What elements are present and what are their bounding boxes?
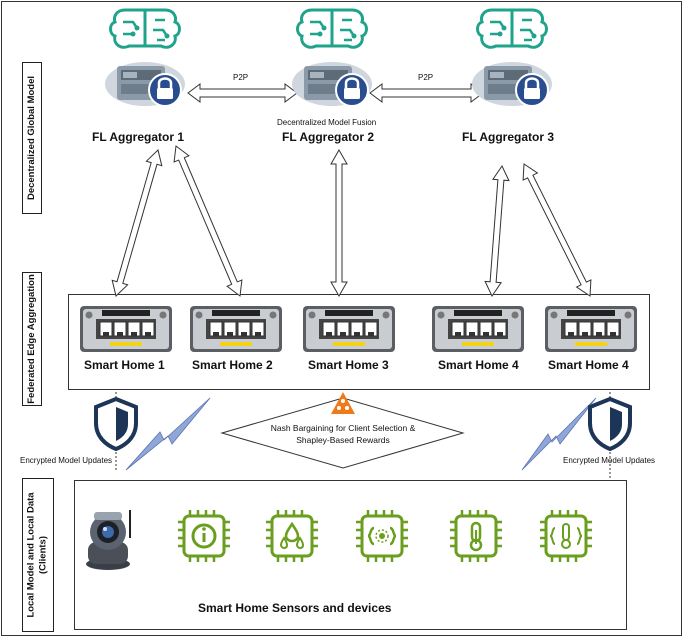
network-port-1-icon [80, 306, 172, 352]
code-chip-icon [354, 508, 410, 564]
network-port-4-icon [432, 306, 524, 352]
p2p-label-1: P2P [233, 73, 249, 82]
network-port-3-icon [303, 306, 395, 352]
brain-icon [296, 8, 368, 49]
shield-right-icon [587, 396, 633, 452]
edge-aggregation-label-box: Federated Edge Aggregation [22, 272, 42, 406]
lightning-left [125, 397, 211, 471]
camera-icon [80, 508, 140, 572]
water-chip-icon [264, 508, 320, 564]
shield-left-icon [93, 396, 139, 452]
encrypted-right-label: Encrypted Model Updates [563, 456, 656, 465]
aggregator-3-title: FL Aggregator 3 [462, 130, 555, 144]
nash-text-line1: Nash Bargaining for Client Selection & [270, 423, 416, 433]
lightning-right [521, 397, 597, 471]
nash-text: Nash Bargaining for Client Selection & S… [243, 422, 443, 446]
smart-home-5-label: Smart Home 4 [548, 358, 629, 372]
arrow-agg3-home5 [522, 163, 592, 297]
lock-icon [335, 73, 369, 107]
p2p-arrow-2 [369, 83, 484, 103]
p2p-label-2: P2P [418, 73, 434, 82]
fusion-label: Decentralized Model Fusion [277, 118, 377, 127]
aggregator-2-node [290, 6, 375, 112]
smart-home-1-label: Smart Home 1 [84, 358, 165, 372]
arrow-agg3-home4 [484, 164, 510, 298]
lock-icon [515, 73, 549, 107]
smart-home-4-label: Smart Home 4 [438, 358, 519, 372]
encrypted-left-label: Encrypted Model Updates [20, 456, 113, 465]
smart-home-2-label: Smart Home 2 [192, 358, 273, 372]
global-model-label-box: Decentralized Global Model [22, 62, 42, 214]
aggregator-2-title: FL Aggregator 2 [282, 130, 375, 144]
thermometer-chip-icon [448, 508, 504, 564]
network-port-2-icon [190, 306, 282, 352]
smart-home-3-label: Smart Home 3 [308, 358, 389, 372]
nash-icon [331, 392, 355, 414]
brain-icon [476, 8, 548, 49]
nash-diamond [220, 397, 465, 469]
arrow-agg1-home2 [173, 145, 243, 297]
local-model-label-box: Local Model and Local Data (Clients) [22, 478, 54, 632]
sensors-caption: Smart Home Sensors and devices [198, 601, 392, 615]
aggregator-3-node [470, 6, 555, 112]
network-port-5-icon [545, 306, 637, 352]
arrow-agg2-home3 [330, 148, 348, 298]
arrow-agg1-home1 [111, 149, 163, 297]
info-chip-icon [176, 508, 232, 564]
local-devices-box [74, 480, 627, 630]
nash-text-line2: Shapley-Based Rewards [296, 435, 390, 445]
code-thermometer-chip-icon [538, 508, 594, 564]
aggregator-1-title: FL Aggregator 1 [92, 130, 185, 144]
lock-icon [148, 73, 182, 107]
brain-icon [109, 8, 181, 49]
aggregator-1-node [103, 6, 188, 112]
p2p-arrow-1 [187, 83, 298, 103]
